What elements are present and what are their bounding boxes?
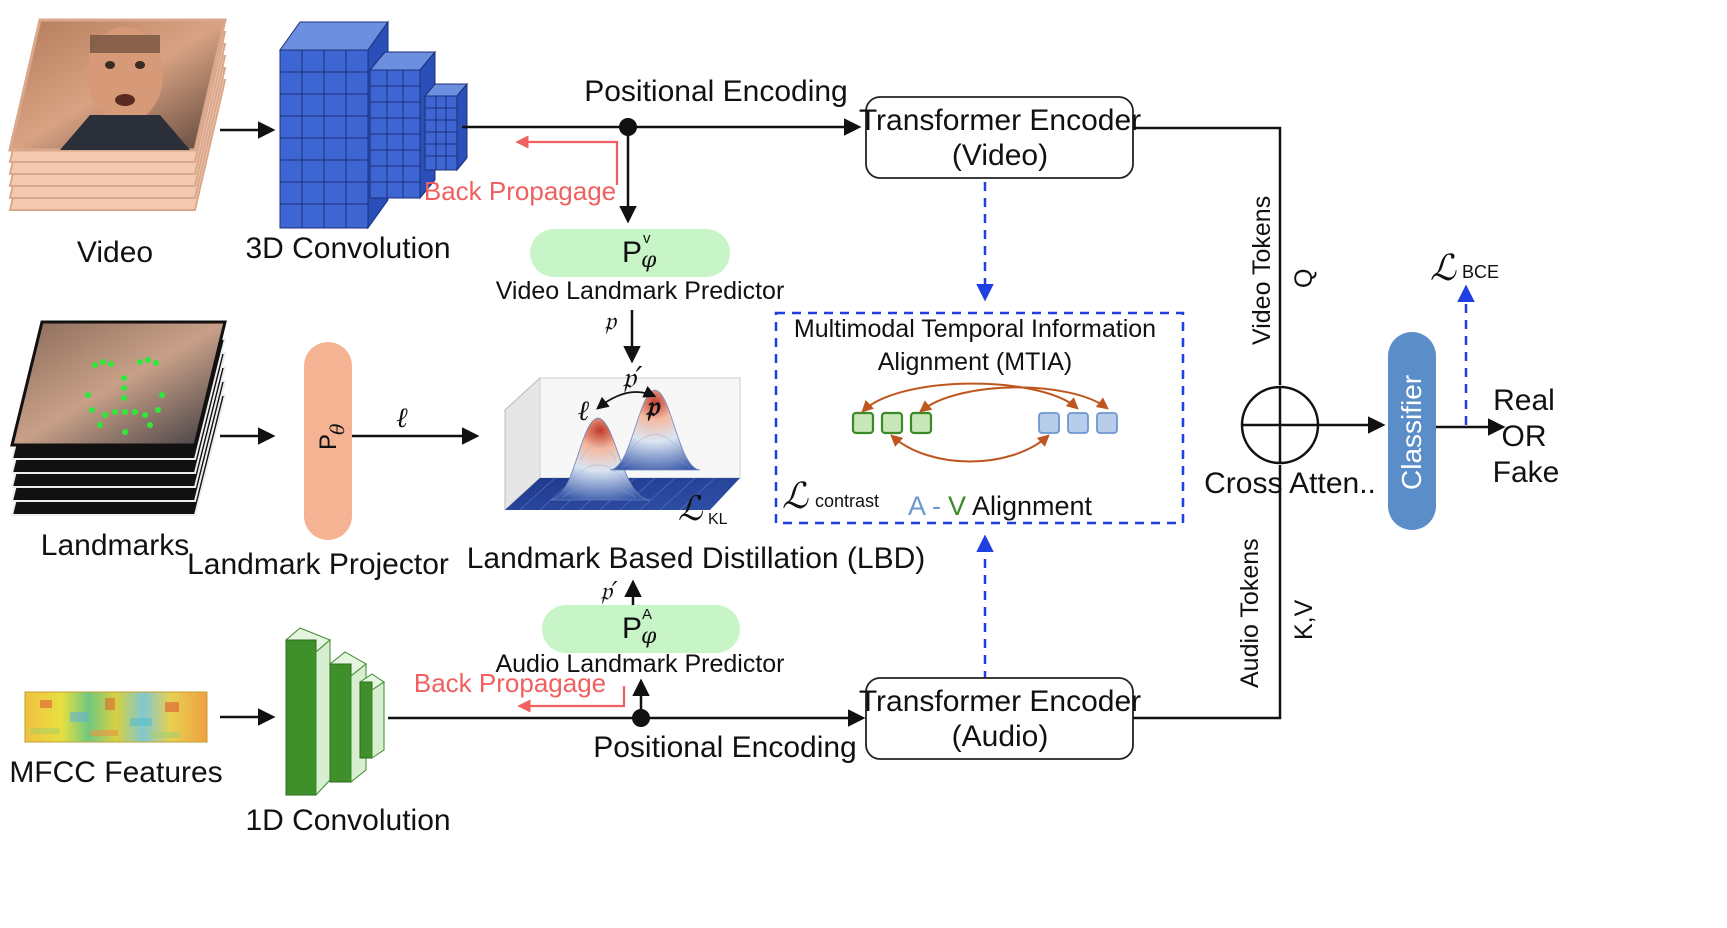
cross-attention-operator (1240, 385, 1320, 465)
audio-predictor-sup: A (642, 606, 652, 623)
landmark-projector-label: Landmark Projector (187, 548, 449, 581)
landmark-frame-stack (10, 320, 227, 516)
audio-tokens-line (1133, 465, 1282, 720)
audio-landmark-predictor-label: Audio Landmark Predictor (495, 650, 784, 678)
video-predictor-sup: v (643, 230, 651, 247)
audio-predictor-symbol: P (622, 612, 642, 645)
projector-sub: θ (327, 423, 349, 435)
back-propagate-arrow-top (515, 135, 619, 185)
bce-loss-sub: BCE (1462, 262, 1499, 282)
video-q-label: Q (1290, 269, 1318, 288)
lbd-p-prime-bottom: 𝔭′ (600, 577, 618, 607)
av-alignment-label: Alignment (972, 491, 1093, 521)
transformer-encoder-video-line1: Transformer Encoder (859, 104, 1141, 137)
video-input-label: Video (77, 236, 153, 269)
lbd-loss-sub: KL (708, 511, 728, 528)
back-propagate-top-label: Back Propagage (424, 176, 616, 206)
mtia-box (774, 311, 1185, 525)
output-real-label: Real (1493, 384, 1555, 417)
video-frame-stack (8, 18, 227, 211)
transformer-encoder-audio-line1: Transformer Encoder (859, 685, 1141, 718)
1d-convolution-block (285, 627, 385, 797)
video-tokens-line (1133, 126, 1282, 385)
video-landmark-predictor-label: Video Landmark Predictor (496, 277, 785, 305)
lbd-loss-symbol: ℒ (678, 489, 704, 529)
transformer-encoder-video (865, 96, 1134, 179)
back-propagate-arrow-bottom (517, 686, 626, 713)
positional-encoding-bottom-label: Positional Encoding (593, 731, 857, 764)
mfcc-spectrogram (24, 691, 208, 743)
lbd-p-prime-top: 𝔭′ (622, 361, 643, 396)
audio-landmark-predictor-pill (542, 605, 740, 653)
output-or-label: OR (1502, 420, 1547, 453)
audio-predictor-sub: φ (641, 624, 657, 649)
classifier-pill (1388, 332, 1436, 530)
positional-encoding-top-label: Positional Encoding (584, 75, 848, 108)
video-predictor-symbol: P (622, 236, 642, 269)
lbd-title: Landmark Based Distillation (LBD) (467, 542, 926, 575)
cross-attention-label: Cross Atten.. (1204, 467, 1376, 500)
lbd-distribution-plot (503, 376, 742, 512)
mtia-title-line2: Alignment (MTIA) (878, 348, 1072, 376)
transformer-encoder-audio-line2: (Audio) (952, 720, 1049, 753)
mtia-token-diagram (851, 382, 1118, 463)
av-v-label: V (948, 491, 966, 521)
lbd-distance-arrow (596, 386, 657, 410)
video-tokens-label: Video Tokens (1248, 196, 1276, 345)
av-a-label: A (908, 491, 926, 521)
audio-tokens-label: Audio Tokens (1236, 538, 1264, 688)
av-dash-label: - (932, 491, 941, 521)
landmark-projector-pill (304, 342, 352, 540)
mtia-title-line1: Multimodal Temporal Information (794, 315, 1156, 343)
transformer-encoder-video-line2: (Video) (952, 139, 1048, 172)
contrast-loss-sub: contrast (815, 491, 879, 511)
landmarks-input-label: Landmarks (41, 529, 189, 562)
3d-convolution-label: 3D Convolution (245, 232, 450, 265)
audio-kv-label: K,V (1290, 599, 1318, 640)
projector-output-symbol: ℓ (396, 401, 408, 434)
lbd-l-peak-label: ℓ (577, 394, 590, 427)
output-fake-label: Fake (1493, 456, 1560, 489)
classifier-label: Classifier (1396, 375, 1427, 490)
projector-symbol: P (315, 434, 342, 450)
bce-loss-symbol: ℒ (1430, 248, 1457, 289)
1d-convolution-label: 1D Convolution (245, 804, 450, 837)
3d-convolution-block (279, 20, 469, 230)
mfcc-input-label: MFCC Features (9, 756, 222, 789)
video-predictor-sub: φ (641, 248, 657, 273)
video-landmark-predictor-pill (530, 229, 730, 277)
back-propagate-bottom-label: Back Propagage (414, 668, 606, 698)
p-symbol: 𝔭 (604, 307, 618, 337)
contrast-loss-symbol: ℒ (782, 476, 809, 517)
